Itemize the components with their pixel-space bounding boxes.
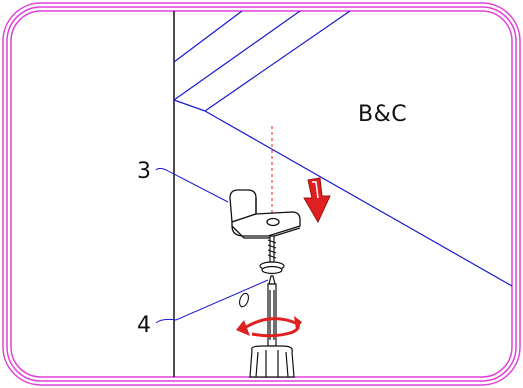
leader-line-4: [155, 279, 269, 324]
l-bracket: [229, 189, 301, 239]
screwdriver: [249, 275, 295, 378]
part-number-4: 4: [137, 313, 151, 338]
section-label: B&C: [358, 102, 407, 127]
down-arrow-icon: [303, 177, 331, 224]
part-number-3: 3: [137, 159, 151, 184]
leader-line-3: [155, 167, 229, 203]
screw: [259, 235, 285, 275]
rotate-arrow-icon: [236, 316, 302, 338]
washer: [238, 292, 250, 308]
shelf-panel: [173, 10, 513, 287]
